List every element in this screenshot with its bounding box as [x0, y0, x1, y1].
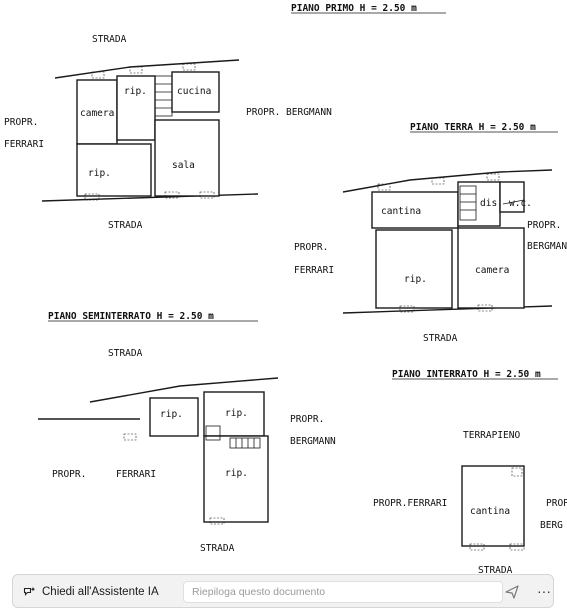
room-label: camera [80, 108, 114, 119]
room-rip [375, 229, 453, 309]
room-label: cantina [381, 206, 421, 217]
sparkle-chat-icon [23, 587, 36, 596]
room-label: rip. [88, 168, 111, 179]
send-button[interactable] [504, 584, 520, 600]
room-label: sala [172, 160, 195, 171]
owner-label: PROPR. [527, 220, 561, 231]
room-rip [76, 143, 152, 197]
room-sala [154, 119, 220, 197]
room-cantina [461, 465, 525, 547]
room-rip [149, 397, 199, 437]
ask-ai-label: Chiedi all'Assistente IA [42, 586, 159, 598]
terrapieno-label: TERRAPIENO [463, 430, 520, 441]
summarize-document-input[interactable] [183, 581, 503, 603]
street-label: STRADA [108, 220, 143, 231]
room-wc [499, 181, 525, 213]
stairs [459, 185, 477, 221]
send-arrow-icon [505, 585, 519, 599]
street-label: STRADA [478, 565, 513, 576]
owner-label: FERRARI [116, 469, 156, 480]
piano-primo-title: PIANO PRIMO H = 2.50 m [291, 3, 417, 14]
piano-interrato-title: PIANO INTERRATO H = 2.50 m [392, 369, 541, 380]
room-rip [203, 435, 269, 523]
owner-label: PROPR. BERGMANN [246, 107, 332, 118]
more-options-button[interactable]: ··· [533, 579, 555, 603]
room-label: rip. [404, 274, 427, 285]
piano-terra-title: PIANO TERRA H = 2.50 m [410, 122, 536, 133]
ai-assistant-bar: Chiedi all'Assistente IA ··· [12, 574, 554, 608]
room-rip [203, 391, 265, 437]
owner-label: FERRARI [294, 265, 334, 276]
street-label: STRADA [423, 333, 458, 344]
room-label: cucina [177, 86, 211, 97]
room-cucina [171, 71, 220, 113]
room-label: rip. [225, 468, 248, 479]
stairs [154, 75, 173, 117]
room-label: w.c. [509, 198, 532, 209]
piano-primo-plan: PIANO PRIMO H = 2.50 m STRADA PROPR. FER… [4, 3, 446, 231]
owner-label: PROPR.FERRARI [373, 498, 447, 509]
room-dis [457, 181, 501, 227]
room-camera [457, 227, 525, 309]
piano-seminterrato-title: PIANO SEMINTERRATO H = 2.50 m [48, 311, 214, 322]
owner-label: BERG [540, 520, 563, 531]
room-label: dis. [480, 198, 503, 209]
stairs [205, 425, 221, 441]
room-label: camera [475, 265, 509, 276]
stairs [229, 437, 261, 449]
owner-label: PROPR. [290, 414, 324, 425]
room-label: rip. [124, 86, 147, 97]
street-label: STRADA [200, 543, 235, 554]
room-label: rip. [160, 409, 183, 420]
street-label: STRADA [108, 348, 143, 359]
owner-label: BERGMANN [527, 241, 567, 252]
street-label: STRADA [92, 34, 127, 45]
owner-label: BERGMANN [290, 436, 336, 447]
room-label: rip. [225, 408, 248, 419]
room-label: cantina [470, 506, 510, 517]
owner-label: PROPR. [4, 117, 38, 128]
room-rip [116, 75, 156, 141]
piano-interrato-plan: PIANO INTERRATO H = 2.50 m TERRAPIENO ca… [373, 369, 567, 589]
ask-ai-assistant-button[interactable]: Chiedi all'Assistente IA [23, 575, 159, 609]
piano-seminterrato-plan: PIANO SEMINTERRATO H = 2.50 m STRADA rip… [38, 311, 336, 554]
owner-label: FERRARI [4, 139, 44, 150]
piano-terra-plan: PIANO TERRA H = 2.50 m cantina dis. w.c.… [294, 122, 567, 344]
owner-label: PROPR [546, 498, 567, 509]
owner-label: PROPR. [294, 242, 328, 253]
owner-label: PROPR. [52, 469, 86, 480]
